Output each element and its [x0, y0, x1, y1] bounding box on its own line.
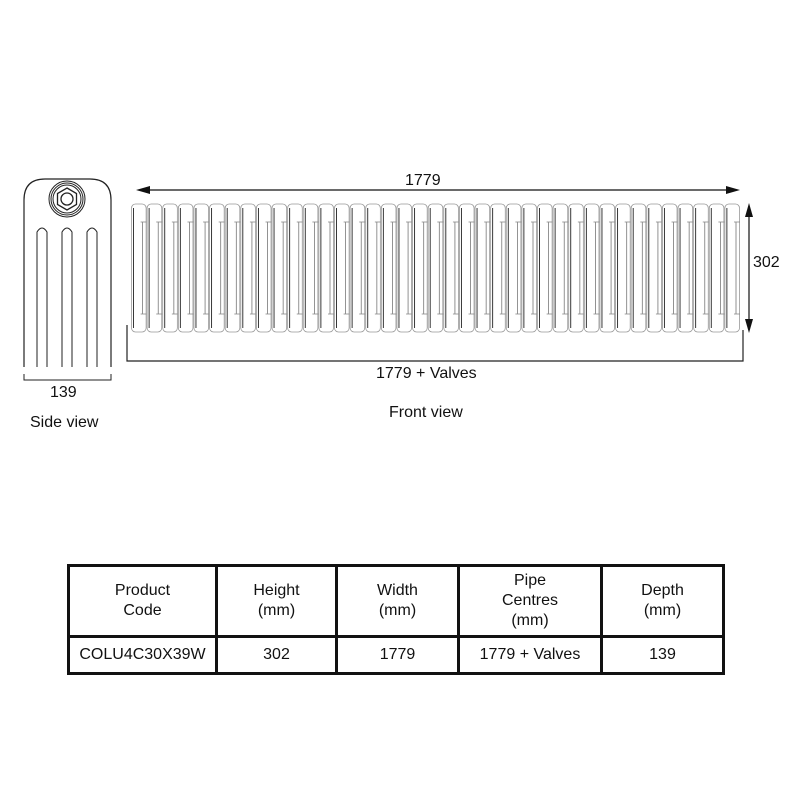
radiator-section: [568, 203, 584, 333]
side-depth-label: 139: [50, 384, 77, 401]
hex-plug-icon: [48, 180, 86, 218]
radiator-section: [131, 203, 147, 333]
front-view-caption: Front view: [389, 404, 463, 421]
radiator-section: [552, 203, 569, 333]
radiator-section: [365, 203, 381, 333]
radiator-section: [162, 203, 178, 333]
radiator-section: [287, 203, 303, 333]
table-row: COLU4C30X39W 302 1779 1779 + Valves 139: [67, 635, 725, 675]
height-dimension-arrow: [745, 203, 753, 333]
cell-height: 302: [215, 635, 338, 675]
radiator-section: [599, 203, 615, 333]
side-view-caption: Side view: [30, 414, 99, 431]
cell-depth: 139: [600, 635, 725, 675]
radiator-section: [271, 203, 288, 333]
radiator-section: [209, 203, 225, 333]
radiator-section: [224, 203, 241, 333]
front-width-label: 1779: [405, 172, 441, 189]
radiator-section: [490, 203, 506, 333]
header-pipe-centres: Pipe Centres (mm): [457, 564, 603, 638]
radiator-section: [615, 203, 631, 333]
radiator-section: [396, 203, 412, 333]
radiator-section: [146, 203, 163, 333]
radiator-section: [724, 203, 740, 333]
header-product-code: Product Code: [67, 564, 218, 638]
radiator-section: [677, 203, 694, 333]
radiator-section: [240, 203, 256, 333]
radiator-section: [443, 203, 459, 333]
header-height: Height (mm): [215, 564, 338, 638]
radiator-section: [474, 203, 491, 333]
side-view-drawing: [23, 178, 112, 381]
radiator-section: [537, 203, 553, 333]
radiator-section: [256, 203, 272, 333]
radiator-section: [505, 203, 522, 333]
radiator-section: [459, 203, 475, 333]
cell-product-code: COLU4C30X39W: [67, 635, 218, 675]
radiator-section: [318, 203, 334, 333]
cell-pipe-centres: 1779 + Valves: [457, 635, 603, 675]
pipe-centres-label: 1779 + Valves: [376, 365, 477, 382]
spec-table: Product Code Height (mm) Width (mm) Pipe…: [67, 564, 725, 675]
header-width: Width (mm): [335, 564, 460, 638]
radiator-section: [380, 203, 397, 333]
radiator-section: [662, 203, 678, 333]
radiator-section: [193, 203, 209, 333]
front-height-label: 302: [753, 254, 780, 271]
radiator-section: [708, 203, 725, 333]
cell-width: 1779: [335, 635, 460, 675]
front-view-drawing: [131, 203, 740, 333]
width-dimension-arrow: [136, 186, 740, 194]
radiator-section: [646, 203, 662, 333]
radiator-section: [412, 203, 428, 333]
radiator-section: [583, 203, 600, 333]
radiator-section: [630, 203, 647, 333]
table-header-row: Product Code Height (mm) Width (mm) Pipe…: [67, 564, 725, 638]
radiator-section: [334, 203, 350, 333]
header-depth: Depth (mm): [600, 564, 725, 638]
radiator-section: [521, 203, 537, 333]
radiator-section: [302, 203, 319, 333]
radiator-section: [177, 203, 194, 333]
pipe-centres-bracket: [126, 325, 744, 362]
radiator-section: [349, 203, 366, 333]
radiator-section: [427, 203, 444, 333]
radiator-section: [693, 203, 709, 333]
